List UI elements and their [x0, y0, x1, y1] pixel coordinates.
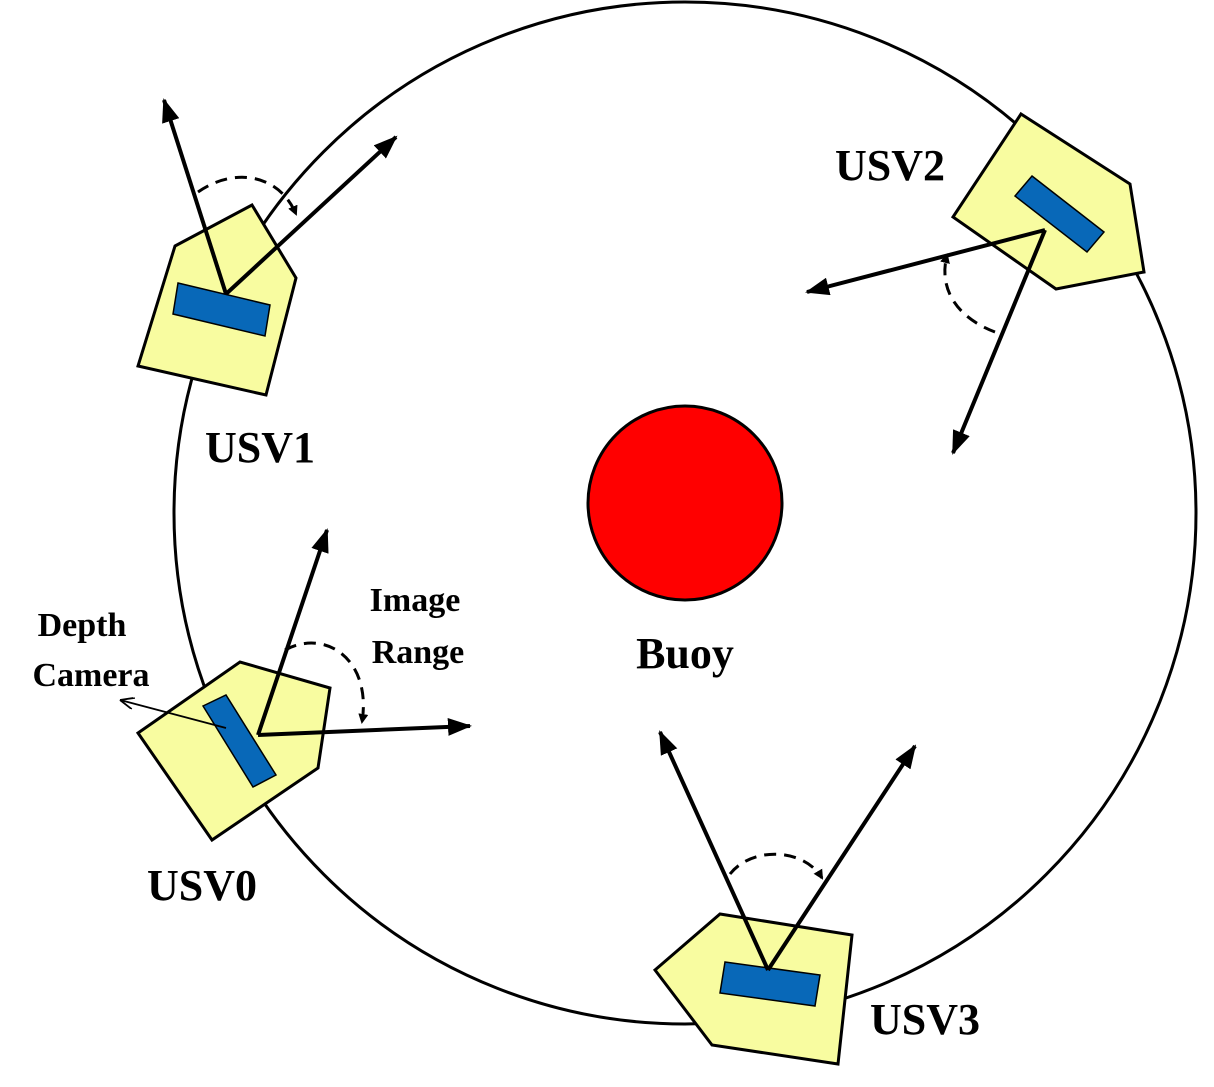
usv1-view-ray-left	[162, 98, 228, 295]
buoy	[586, 404, 784, 602]
usv0-view-ray-right	[257, 717, 472, 737]
usv1	[136, 98, 398, 397]
usv3-view-ray-left	[658, 730, 770, 971]
usv0-camera	[201, 694, 278, 788]
buoy-label: Buoy	[636, 629, 734, 678]
usv1-camera	[172, 282, 271, 337]
depth-camera-label-line1: Depth	[38, 607, 127, 644]
usv0-range-arc	[284, 641, 369, 724]
usv2	[805, 111, 1146, 455]
usv1-range-arc	[197, 175, 298, 216]
usv0	[120, 528, 472, 843]
image-range-label-line2: Range	[372, 634, 465, 671]
usv2-view-ray-right	[951, 229, 1047, 455]
usv2-camera	[1013, 174, 1106, 254]
usv3-camera	[719, 961, 821, 1007]
usv0-label: USV0	[147, 861, 257, 910]
usv2-view-ray-left	[805, 228, 1046, 296]
image-range-label-line1: Image	[370, 582, 461, 619]
usv0-view-ray-left	[256, 528, 329, 736]
usv3-range-arc	[728, 852, 824, 880]
usv2-range-arc	[940, 253, 996, 334]
usv3-view-ray-right	[766, 744, 917, 972]
usv1-view-ray-right	[224, 135, 398, 296]
usv2-label: USV2	[835, 141, 945, 190]
usv3	[652, 730, 917, 1066]
depth-camera-label-line2: Camera	[32, 657, 149, 694]
usv3-label: USV3	[870, 995, 980, 1044]
patrol-circle	[172, 0, 1198, 1026]
usv1-label: USV1	[205, 423, 315, 472]
usv0-depth-camera-pointer	[120, 700, 227, 729]
